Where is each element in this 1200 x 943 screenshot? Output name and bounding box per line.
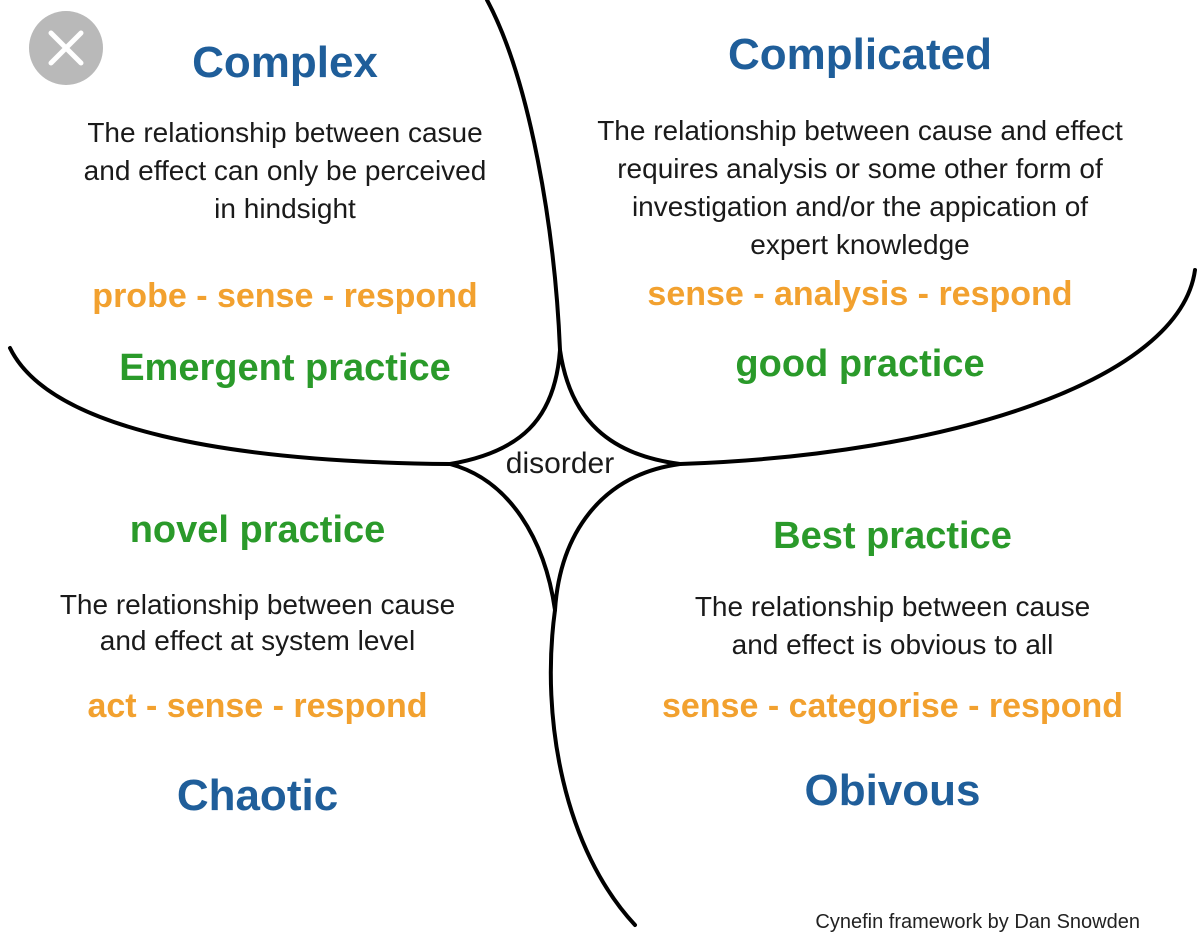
complicated-response: sense - analysis - respond [647,275,1073,313]
close-icon [48,30,84,66]
complicated-description-line-2: requires analysis or some other form of [617,153,1103,184]
chaotic-description-line-1: The relationship between cause [59,589,456,620]
boundary-top-vertical [485,0,562,352]
boundary-right-horizontal [678,268,1197,466]
complicated-practice: good practice [735,343,985,385]
complicated-description-line-3: investigation and/or the appication of [631,191,1089,222]
obvious-practice: Best practice [773,515,1012,557]
complex-description-line-1: The relationship between casue [87,117,483,148]
obvious-description-line-1: The relationship between cause [694,591,1091,622]
disorder-arc-bottom-left [448,462,557,612]
complex-title: Complex [192,38,378,87]
disorder-label: disorder [505,447,615,480]
complex-description-line-2: and effect can only be perceived [83,155,487,186]
complicated-description-line-1: The relationship between cause and effec… [597,115,1123,146]
chaotic-response: act - sense - respond [87,687,428,725]
boundary-bottom-vertical [548,608,637,927]
framework-credit: Cynefin framework by Dan Snowden [815,911,1140,933]
disorder-arc-top-right [558,348,682,466]
disorder-arc-bottom-right [553,462,682,612]
complicated-description-line-4: expert knowledge [750,229,970,260]
obvious-response: sense - categorise - respond [661,687,1124,725]
chaotic-practice: novel practice [129,509,386,551]
close-button[interactable] [29,11,103,85]
obvious-title: Obivous [804,766,981,815]
complex-response: probe - sense - respond [92,277,478,315]
complex-practice: Emergent practice [119,347,451,389]
disorder-arc-top-left [448,348,562,466]
complex-description-line-3: in hindsight [214,193,356,224]
obvious-description-line-2: and effect is obvious to all [731,629,1054,660]
chaotic-description-line-2: and effect at system level [99,625,416,656]
complicated-title: Complicated [727,30,993,79]
chaotic-title: Chaotic [176,771,339,820]
boundary-left-horizontal [8,346,452,466]
